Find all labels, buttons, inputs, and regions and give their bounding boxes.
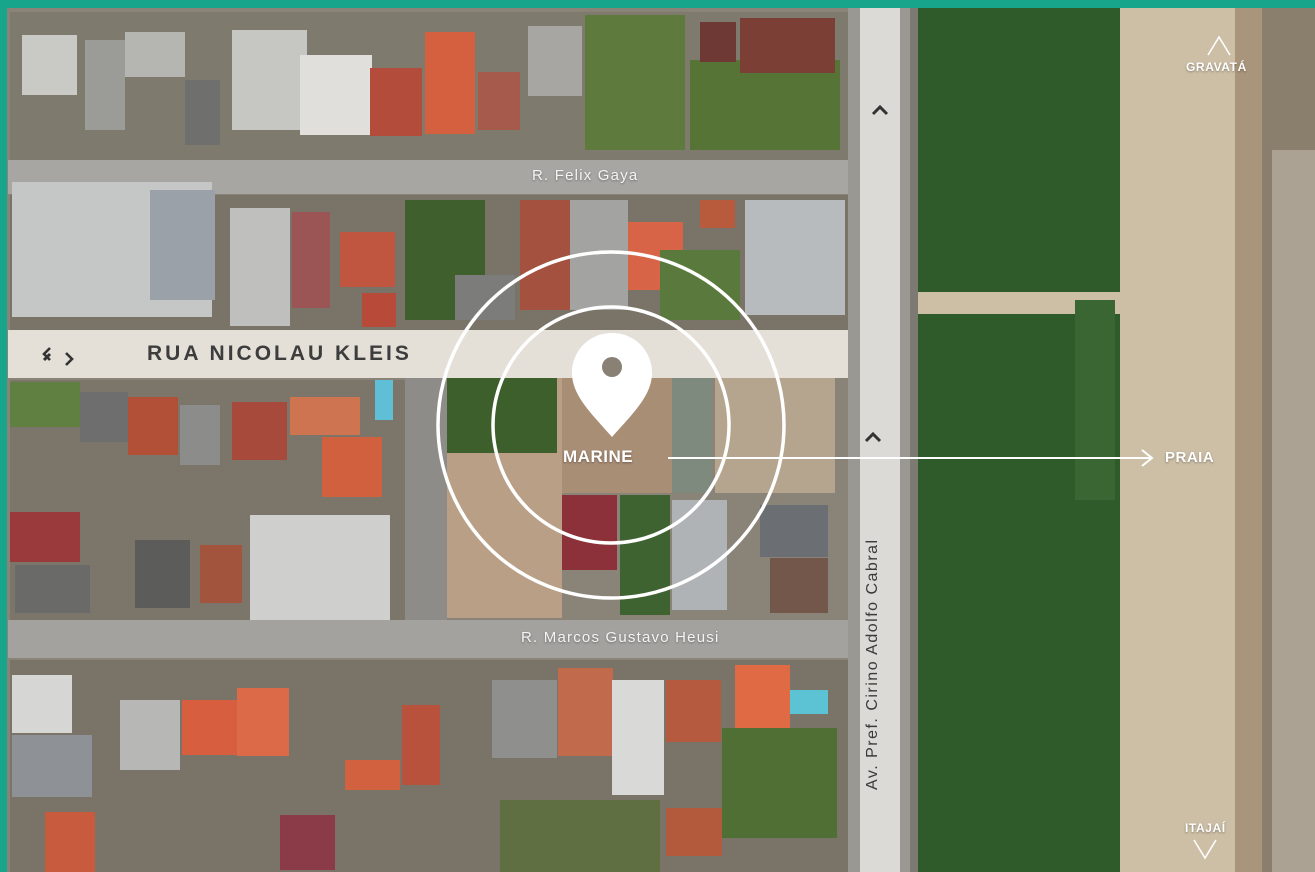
lawn [585, 15, 685, 150]
roof [735, 665, 790, 728]
roof [300, 55, 372, 135]
roof [22, 35, 77, 95]
roof [292, 212, 330, 308]
street-label-avenue: Av. Pref. Cirino Adolfo Cabral [864, 538, 881, 790]
trees [447, 378, 557, 453]
lawn [722, 728, 837, 838]
chevron-right-icon[interactable] [65, 352, 74, 366]
compass-north-label: GRAVATÁ [1186, 60, 1247, 74]
lawn [500, 800, 660, 872]
roof [558, 668, 613, 756]
road-inner-vertical [405, 378, 447, 623]
roof [135, 540, 190, 608]
street-label-nicolau-kleis: RUA NICOLAU KLEIS [147, 342, 412, 365]
road-marcos-heusi [8, 620, 863, 658]
roof [10, 512, 80, 562]
roof [290, 397, 360, 435]
roof [362, 293, 396, 327]
pool [790, 690, 828, 714]
roof [425, 32, 475, 134]
roof [232, 30, 307, 130]
roof [15, 565, 90, 613]
chevron-left-icon[interactable] [42, 347, 51, 361]
lawn [660, 250, 740, 320]
frame-left [0, 0, 7, 872]
roof [85, 40, 125, 130]
roof [402, 705, 440, 785]
roof [180, 405, 220, 465]
roof [760, 505, 828, 557]
roof [80, 392, 128, 442]
roof [700, 200, 735, 228]
roof [322, 437, 382, 497]
roof [280, 815, 335, 870]
roof [700, 22, 736, 62]
lawn [10, 382, 80, 427]
roof [232, 402, 287, 460]
roof [455, 275, 515, 320]
building [150, 190, 215, 300]
roof [182, 700, 237, 755]
chevron-up-icon[interactable] [864, 431, 882, 443]
roof [185, 80, 220, 145]
road-nicolau-kleis [8, 330, 863, 378]
lawn [690, 60, 840, 150]
roof [770, 558, 828, 613]
roof [12, 735, 92, 797]
roof [120, 700, 180, 770]
roof [200, 545, 242, 603]
building [745, 200, 845, 315]
plot [715, 378, 835, 493]
roof [230, 208, 290, 326]
roof [340, 232, 395, 287]
roof [520, 200, 570, 310]
chevron-up-icon [1207, 35, 1231, 56]
roof [345, 760, 400, 790]
outer-radius-circle [436, 250, 786, 600]
roof [45, 812, 95, 872]
roof [666, 680, 721, 742]
roof [12, 675, 72, 733]
pool [375, 380, 393, 420]
compass-south-label: ITAJAÍ [1185, 821, 1226, 835]
roof [370, 68, 422, 136]
inner-radius-circle [491, 305, 731, 545]
surf [1272, 150, 1315, 872]
chevron-up-icon[interactable] [871, 104, 889, 116]
roof [612, 680, 664, 795]
roof [528, 26, 582, 96]
roof [125, 32, 185, 77]
roof [672, 378, 712, 493]
arrow-right-icon [1141, 449, 1154, 467]
dune-vegetation [1075, 300, 1115, 500]
frame-top [0, 0, 1315, 8]
chevron-down-icon [1193, 839, 1217, 860]
marker-label: MARINE [563, 447, 634, 466]
roof [666, 808, 722, 856]
roof [492, 680, 557, 758]
roof [478, 72, 520, 130]
street-label-felix-gaya: R. Felix Gaya [532, 167, 639, 184]
roof [740, 18, 835, 73]
roof [237, 688, 289, 756]
street-label-marcos-heusi: R. Marcos Gustavo Heusi [521, 629, 720, 646]
roof [562, 495, 617, 570]
destination-label: PRAIA [1165, 449, 1215, 466]
map-pin-icon [572, 333, 652, 437]
roof [128, 397, 178, 455]
